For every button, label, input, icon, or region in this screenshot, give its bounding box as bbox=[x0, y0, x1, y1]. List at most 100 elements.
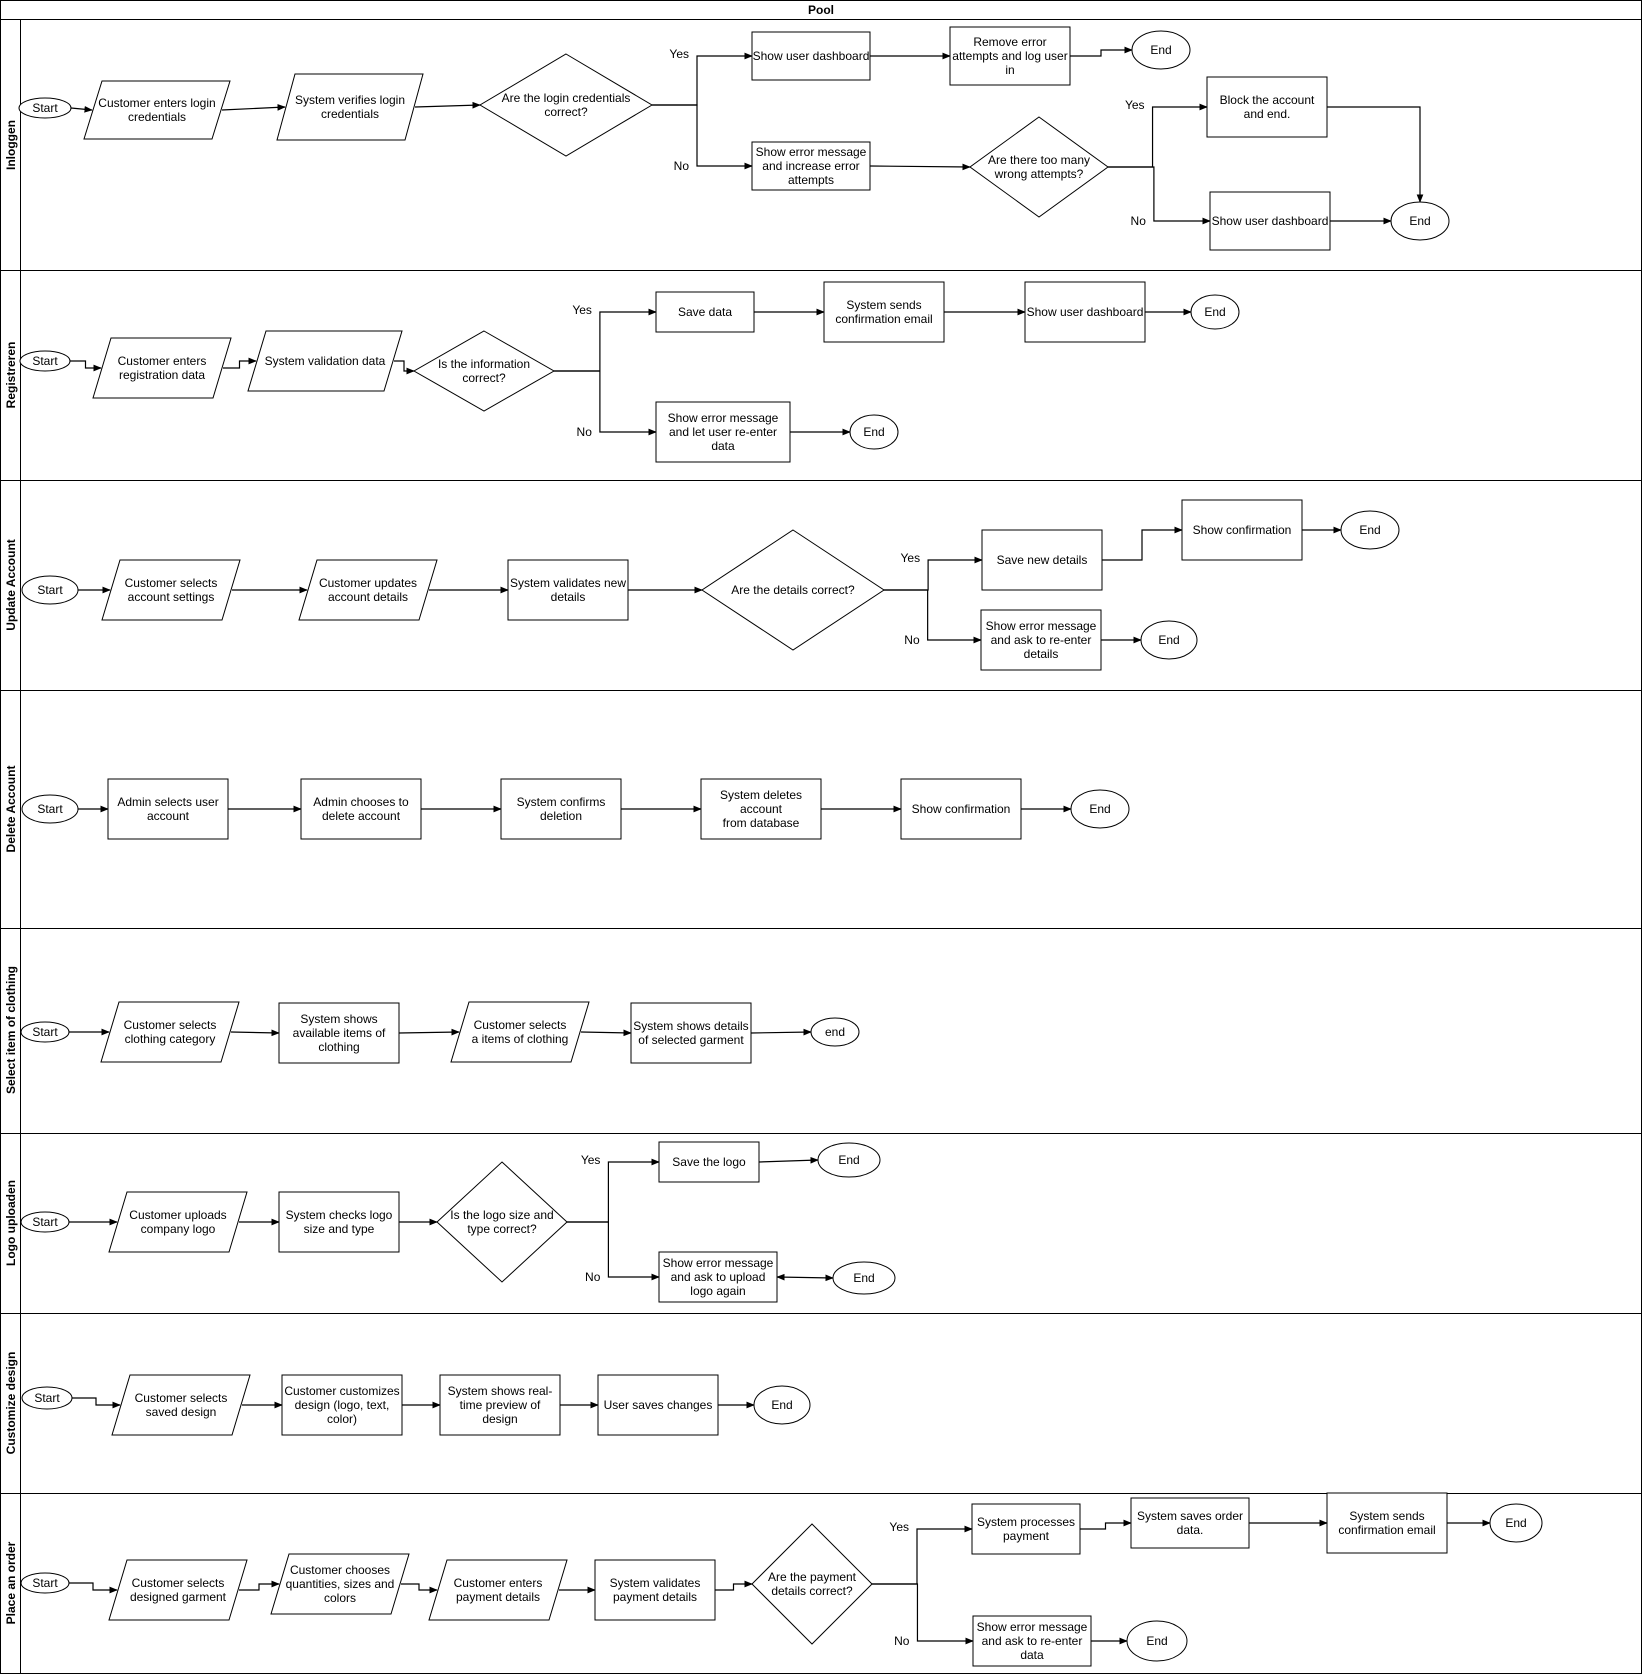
node-label-line: payment bbox=[1003, 1529, 1050, 1543]
process-box bbox=[751, 141, 871, 191]
start-terminator bbox=[20, 1021, 70, 1043]
process-box bbox=[1206, 76, 1328, 138]
flow-node-end2: End bbox=[1390, 201, 1450, 241]
process-box bbox=[300, 778, 422, 840]
process-box bbox=[971, 1503, 1081, 1555]
node-label-line: Customer customizes bbox=[284, 1384, 399, 1398]
process-box bbox=[949, 26, 1071, 86]
start-terminator bbox=[20, 1211, 70, 1233]
node-label-line: Are the payment bbox=[768, 1570, 857, 1584]
node-label-line: in bbox=[1005, 63, 1014, 77]
node-label-line: Is the logo size and bbox=[450, 1208, 553, 1222]
node-label-line: Customer selects bbox=[124, 1018, 217, 1032]
lane-label-logo-uploaden: Logo uploaden bbox=[4, 1180, 18, 1266]
process-box bbox=[700, 778, 822, 840]
node-label-line: User saves changes bbox=[604, 1398, 713, 1412]
flow-node-end2: End bbox=[1126, 1620, 1188, 1662]
flow-node-start: Start bbox=[19, 350, 71, 372]
process-box bbox=[972, 1615, 1092, 1667]
connector-arrow bbox=[69, 1582, 118, 1594]
input-output-parallelogram bbox=[108, 1191, 248, 1253]
connector-arrow bbox=[398, 1028, 460, 1036]
flow-node-dash: Show user dashboard bbox=[751, 31, 871, 81]
node-label-line: payment details bbox=[613, 1590, 697, 1604]
flow-node-end2: End bbox=[849, 414, 899, 450]
node-label-line: End bbox=[853, 1271, 874, 1285]
lane-label-delete-account: Delete Account bbox=[4, 766, 18, 853]
decision-diamond bbox=[751, 1523, 873, 1645]
flow-node-dash2: Show user dashboard bbox=[1209, 191, 1331, 251]
node-label-line: and ask to re-enter bbox=[991, 633, 1092, 647]
node-label-line: End bbox=[1409, 214, 1430, 228]
connector-arrow bbox=[70, 105, 93, 113]
process-box bbox=[630, 1002, 752, 1064]
node-label-line: Show error message bbox=[986, 619, 1097, 633]
branch-label-yes: Yes bbox=[1125, 98, 1145, 112]
node-label-line: System shows details bbox=[633, 1019, 748, 1033]
process-box bbox=[597, 1374, 719, 1436]
node-label-line: System checks logo bbox=[286, 1208, 393, 1222]
node-label-line: Are there too many bbox=[988, 153, 1090, 167]
node-label-line: Customer enters bbox=[118, 354, 207, 368]
node-label-line: End bbox=[1089, 802, 1110, 816]
process-box bbox=[281, 1374, 403, 1436]
node-label-line: available items of bbox=[293, 1026, 386, 1040]
process-box bbox=[1326, 1492, 1448, 1554]
end-terminator bbox=[753, 1385, 811, 1425]
node-label-line: deletion bbox=[540, 809, 582, 823]
node-label-line: End bbox=[771, 1398, 792, 1412]
connector-arrow bbox=[401, 1583, 438, 1594]
node-label-line: and end. bbox=[1244, 107, 1291, 121]
node-label-line: End bbox=[1146, 1634, 1167, 1648]
input-output-parallelogram bbox=[270, 1553, 410, 1615]
node-label-line: of selected garment bbox=[638, 1033, 744, 1047]
process-box bbox=[107, 778, 229, 840]
process-box bbox=[1130, 1497, 1250, 1549]
connector-arrow bbox=[1108, 166, 1211, 225]
node-label-line: design (logo, text, bbox=[295, 1398, 390, 1412]
node-label-line: Show error message bbox=[663, 1256, 774, 1270]
end-terminator bbox=[1340, 510, 1400, 550]
process-box bbox=[1209, 191, 1331, 251]
node-label-line: and ask to re-enter bbox=[982, 1634, 1083, 1648]
flow-node-start: Start bbox=[21, 575, 79, 605]
input-output-parallelogram bbox=[247, 330, 403, 392]
node-label-line: clothing category bbox=[125, 1032, 216, 1046]
node-label-line: correct? bbox=[544, 105, 588, 119]
connector-arrow bbox=[1102, 526, 1183, 561]
node-label-line: Start bbox=[32, 1025, 58, 1039]
flow-node-end1: End bbox=[1190, 294, 1240, 330]
branch-label-no: No bbox=[674, 159, 690, 173]
node-label-line: Start bbox=[32, 1576, 58, 1590]
process-box bbox=[594, 1559, 716, 1621]
node-label-line: type correct? bbox=[467, 1222, 537, 1236]
node-label-line: End bbox=[1359, 523, 1380, 537]
node-label-line: design bbox=[482, 1412, 517, 1426]
start-terminator bbox=[19, 350, 71, 372]
node-label-line: Customer selects bbox=[474, 1018, 567, 1032]
end-terminator bbox=[849, 414, 899, 450]
node-label-line: System saves order bbox=[1137, 1509, 1243, 1523]
node-label-line: data bbox=[711, 439, 735, 453]
node-label-line: System shows bbox=[300, 1012, 377, 1026]
node-label-line: and ask to upload bbox=[671, 1270, 766, 1284]
node-label-line: Start bbox=[34, 1391, 60, 1405]
branch-label-no: No bbox=[585, 1270, 601, 1284]
flow-node-end1: End bbox=[817, 1142, 881, 1178]
node-label-line: colors bbox=[324, 1591, 356, 1605]
connector-arrow bbox=[554, 370, 657, 436]
node-label-line: account bbox=[740, 802, 783, 816]
node-label-line: End bbox=[838, 1153, 859, 1167]
node-label-line: attempts and log user bbox=[952, 49, 1067, 63]
